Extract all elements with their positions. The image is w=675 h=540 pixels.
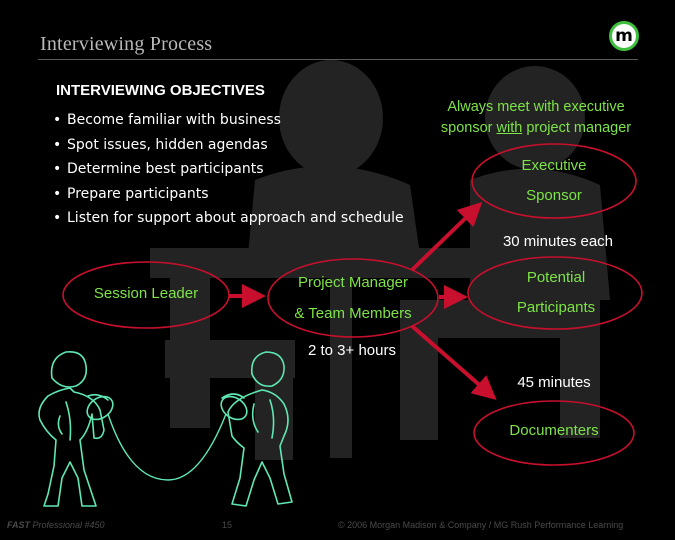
- tin-can-telephone-illustration: [38, 350, 293, 507]
- arrow-project-to-executive: [410, 201, 483, 272]
- note-text-before: sponsor: [440, 120, 497, 136]
- right-person-head: [250, 351, 285, 388]
- footer-copyright: © 2006 Morgan Madison & Company / MG Rus…: [338, 520, 624, 530]
- project-manager-label: Project Manager: [297, 274, 409, 291]
- objective-item: Prepare participants: [53, 182, 404, 207]
- project-manager-ellipse: [267, 258, 439, 338]
- left-tin-can: [86, 395, 114, 421]
- slide-title: Interviewing Process: [40, 33, 213, 55]
- note-text-after: project manager: [522, 120, 632, 136]
- potential-label: Potential: [526, 269, 586, 286]
- note-line-1: Always meet with executive: [447, 99, 625, 115]
- documenters-duration: 45 minutes: [517, 374, 591, 391]
- project-manager-duration: 2 to 3+ hours: [308, 342, 396, 359]
- objectives-heading: INTERVIEWING OBJECTIVES: [56, 82, 265, 99]
- title-divider: [38, 59, 638, 60]
- documenters-ellipse: [473, 400, 635, 466]
- objective-item: Become familiar with business: [53, 108, 404, 133]
- objective-item: Spot issues, hidden agendas: [53, 133, 404, 158]
- left-person-body: [38, 387, 105, 507]
- potential-participants-ellipse: [467, 256, 643, 330]
- sponsor-label: Sponsor: [526, 187, 582, 204]
- objective-item: Determine best participants: [53, 157, 404, 182]
- logo-letter: m: [615, 26, 633, 46]
- documenters-label: Documenters: [509, 422, 599, 439]
- objective-item: Listen for support about approach and sc…: [53, 206, 404, 231]
- executive-label: Executive: [521, 157, 587, 174]
- executive-duration: 30 minutes each: [502, 233, 614, 250]
- participants-label: Participants: [516, 299, 596, 316]
- company-logo: m: [609, 21, 639, 51]
- objectives-list: Become familiar with business Spot issue…: [53, 108, 404, 231]
- executive-meeting-note: Always meet with executive sponsor with …: [420, 97, 652, 139]
- executive-sponsor-ellipse: [471, 143, 637, 219]
- footer-course: FAST Professional #450: [7, 520, 105, 530]
- footer-brand-fast: FAST: [7, 520, 31, 530]
- right-person-body: [227, 389, 293, 507]
- page-number: 15: [222, 520, 233, 530]
- footer-brand-rest: Professional #450: [30, 520, 105, 530]
- telephone-string: [107, 413, 227, 481]
- session-leader-label: Session Leader: [93, 285, 199, 302]
- team-members-label: & Team Members: [294, 305, 412, 322]
- note-emphasis: with: [496, 120, 523, 136]
- right-tin-can: [220, 395, 248, 421]
- note-line-2: sponsor with project manager: [420, 118, 652, 139]
- arrow-project-to-documenters: [410, 324, 497, 400]
- left-person-head: [50, 350, 88, 388]
